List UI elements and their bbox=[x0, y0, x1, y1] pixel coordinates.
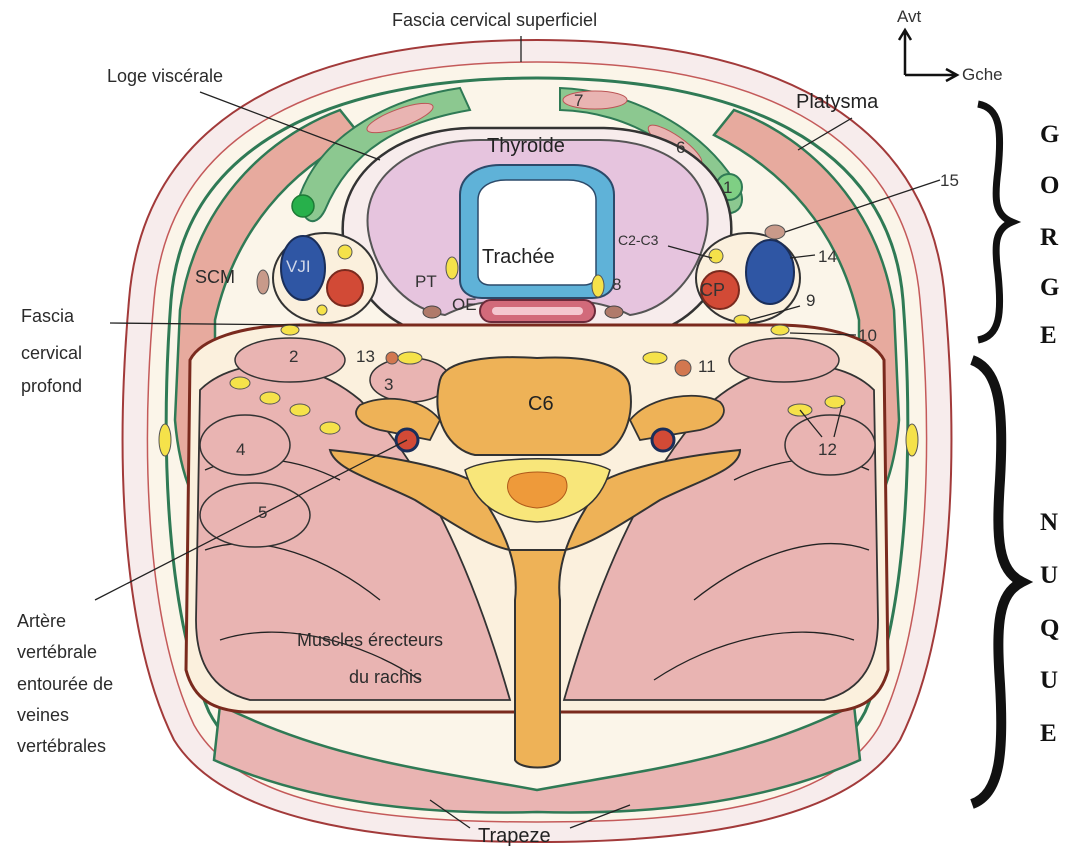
label-vji: VJI bbox=[286, 257, 311, 276]
num-13: 13 bbox=[356, 347, 375, 366]
label-thyroide: Thyroide bbox=[487, 135, 565, 157]
scm-node-left bbox=[257, 270, 269, 294]
pt-right bbox=[605, 306, 623, 318]
nuque-letter-3: Q bbox=[1040, 615, 1059, 642]
label-oe: OE bbox=[452, 295, 477, 314]
label-pt: PT bbox=[415, 272, 437, 291]
num-12: 12 bbox=[818, 440, 837, 459]
nuque-letter-4: U bbox=[1040, 667, 1058, 694]
label-arteria-1: Artère bbox=[17, 611, 66, 631]
num-2: 2 bbox=[289, 347, 298, 366]
num-10: 10 bbox=[858, 326, 877, 345]
label-trachee: Trachée bbox=[482, 246, 555, 268]
label-arteria-5: vertébrales bbox=[17, 736, 106, 756]
nuque-letter-2: U bbox=[1040, 562, 1058, 589]
vagus-right bbox=[709, 249, 723, 263]
left-direction-label: Gche bbox=[962, 65, 1003, 84]
label-fascia-profond-1: Fascia bbox=[21, 306, 75, 326]
label-muscles-erecteurs-1: Muscles érecteurs bbox=[297, 630, 443, 650]
vertebral-artery-right bbox=[652, 429, 674, 451]
structure-11 bbox=[675, 360, 691, 376]
label-c2c3: C2-C3 bbox=[618, 232, 659, 248]
gorge-letter-3: R bbox=[1040, 224, 1059, 251]
pt-left bbox=[423, 306, 441, 318]
num-11: 11 bbox=[698, 357, 716, 376]
gorge-letter-4: G bbox=[1040, 274, 1059, 301]
label-scm: SCM bbox=[195, 267, 235, 287]
oesophagus-lumen bbox=[492, 307, 583, 315]
num-8: 8 bbox=[612, 275, 621, 294]
num-3: 3 bbox=[384, 375, 393, 394]
anterior-label: Avt bbox=[897, 7, 922, 26]
label-muscles-erecteurs-2: du rachis bbox=[349, 667, 422, 687]
label-arteria-2: vertébrale bbox=[17, 642, 97, 662]
label-fascia-profond-2: cervical bbox=[21, 343, 82, 363]
num-6: 6 bbox=[676, 138, 685, 157]
brace-gorge bbox=[978, 104, 1012, 340]
gorge-letter-2: O bbox=[1040, 172, 1059, 199]
label-arteria-4: veines bbox=[17, 705, 69, 725]
label-loge-viscerale: Loge viscérale bbox=[107, 66, 223, 86]
nuque-letter-1: N bbox=[1040, 509, 1058, 536]
green-node-left bbox=[292, 195, 314, 217]
trachea-lumen bbox=[478, 180, 596, 285]
strap-muscle-7 bbox=[563, 91, 627, 109]
num-4: 4 bbox=[236, 440, 245, 459]
recurrent-nerve-right bbox=[592, 275, 604, 297]
label-fascia-profond-3: profond bbox=[21, 376, 82, 396]
num-1: 1 bbox=[723, 178, 732, 197]
num-14: 14 bbox=[818, 247, 837, 266]
label-cp: CP bbox=[700, 280, 725, 300]
num-15: 15 bbox=[940, 171, 959, 190]
structure-15 bbox=[765, 225, 785, 239]
carotid-artery-left bbox=[327, 270, 363, 306]
gorge-letter-5: E bbox=[1040, 322, 1057, 349]
num-7: 7 bbox=[574, 91, 583, 110]
nuque-letter-5: E bbox=[1040, 720, 1057, 747]
gorge-letter-1: G bbox=[1040, 121, 1059, 148]
label-fascia-superficial: Fascia cervical superficiel bbox=[392, 10, 597, 30]
recurrent-nerve-left bbox=[446, 257, 458, 279]
brace-nuque bbox=[972, 360, 1022, 804]
anterior-arrow bbox=[899, 30, 911, 75]
label-trapeze: Trapeze bbox=[478, 825, 551, 847]
label-platysma: Platysma bbox=[796, 91, 879, 113]
jugular-vein-right bbox=[746, 240, 794, 304]
scalene-muscle-right bbox=[729, 338, 839, 382]
label-arteria-3: entourée de bbox=[17, 674, 113, 694]
label-c6: C6 bbox=[528, 393, 554, 415]
vagus-left bbox=[338, 245, 352, 259]
nerve-small-left bbox=[317, 305, 327, 315]
left-arrow bbox=[905, 69, 957, 81]
structure-13 bbox=[386, 352, 398, 364]
num-9: 9 bbox=[806, 291, 815, 310]
num-5: 5 bbox=[258, 503, 267, 522]
